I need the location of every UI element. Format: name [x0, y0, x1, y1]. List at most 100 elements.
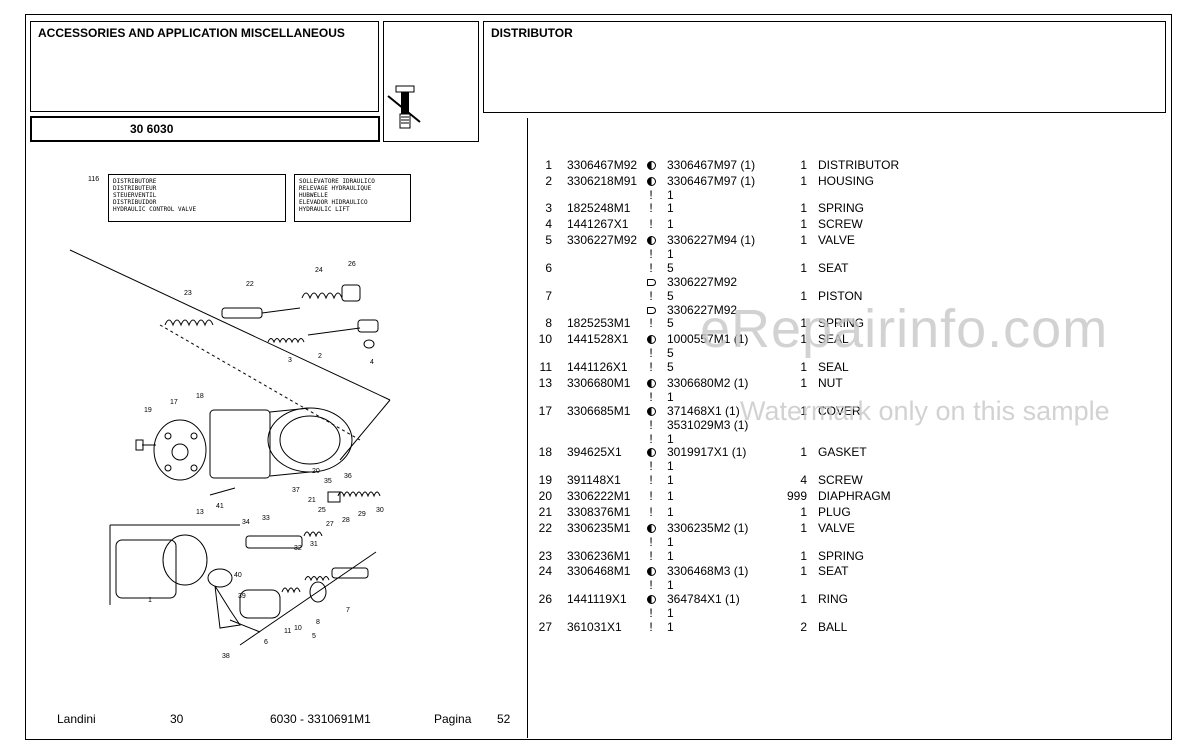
callout-5: 5 — [312, 633, 316, 640]
part-number: 394625X1 — [567, 445, 622, 459]
superseded-dot-icon — [645, 174, 657, 188]
replacement-info-2: 3531029M3 (1) — [667, 418, 749, 432]
replacement-info: 3306235M2 (1) — [667, 521, 749, 535]
part-quantity: 1 — [800, 332, 807, 346]
section-title-box — [30, 21, 379, 112]
superseded-dot-icon — [645, 332, 657, 346]
callout-34: 34 — [242, 519, 250, 526]
part-quantity: 1 — [800, 592, 807, 606]
replacement-info: 5 — [667, 289, 674, 303]
callout-39: 39 — [238, 593, 246, 600]
part-number: 3306468M1 — [567, 564, 631, 578]
replacement-info: 1 — [667, 549, 674, 563]
part-quantity: 1 — [800, 174, 807, 188]
replacement-info-2: 1 — [667, 535, 674, 549]
icon-box — [383, 21, 479, 142]
part-quantity: 1 — [800, 376, 807, 390]
part-ref-number: 11 — [539, 360, 552, 374]
part-quantity: 1 — [800, 217, 807, 231]
part-quantity: 1 — [800, 445, 807, 459]
part-description: DISTRIBUTOR — [818, 158, 900, 172]
callout-28: 28 — [342, 517, 350, 524]
part-ref-number: 23 — [538, 549, 552, 563]
replacement-info: 1 — [667, 201, 674, 215]
part-ref-number: 5 — [545, 233, 552, 247]
callout-3: 3 — [288, 357, 292, 364]
superseded-dot-icon — [645, 233, 657, 247]
superseded-dot-icon — [645, 404, 657, 418]
part-quantity: 2 — [800, 620, 807, 634]
part-title: DISTRIBUTOR — [491, 26, 573, 40]
callout-4: 4 — [370, 359, 374, 366]
superseded-dot-icon — [645, 564, 657, 578]
part-ref-number: 21 — [538, 505, 552, 519]
part-description: SCREW — [818, 473, 863, 487]
part-ref-number: 27 — [538, 620, 552, 634]
interchange-mark: ! — [649, 432, 653, 446]
section-title: ACCESSORIES AND APPLICATION MISCELLANEOU… — [38, 26, 345, 40]
callout-32: 32 — [294, 545, 302, 552]
figure-number: 116 — [88, 176, 100, 183]
replacement-info: 5 — [667, 316, 674, 330]
replacement-info: 1 — [667, 473, 674, 487]
part-description: SPRING — [818, 549, 865, 563]
callout-27: 27 — [326, 521, 334, 528]
replacement-info: 1 — [667, 505, 674, 519]
callout-7: 7 — [346, 607, 350, 614]
interchange-mark: ! — [649, 247, 653, 261]
callout-20: 20 — [312, 468, 320, 475]
see-ref-tag-icon — [645, 303, 657, 317]
superseded-dot-icon — [645, 158, 657, 172]
replacement-info: 1000557M1 (1) — [667, 332, 749, 346]
callout-23: 23 — [184, 290, 192, 297]
part-ref-number: 22 — [538, 521, 552, 535]
interchange-mark: ! — [649, 535, 653, 549]
part-description: SPRING — [818, 201, 865, 215]
interchange-mark: ! — [649, 418, 653, 432]
part-ref-number: 6 — [545, 261, 552, 275]
part-quantity: 1 — [800, 549, 807, 563]
callout-29: 29 — [358, 511, 366, 518]
footer-model-ref: 6030 - 3310691M1 — [270, 712, 371, 726]
callout-22: 22 — [246, 281, 254, 288]
part-title-box — [483, 21, 1166, 113]
part-ref-number: 8 — [545, 316, 552, 330]
callout-17: 17 — [170, 399, 178, 406]
interchange-mark: ! — [649, 459, 653, 473]
interchange-mark: ! — [649, 578, 653, 592]
superseded-dot-icon — [645, 376, 657, 390]
replacement-info: 3306467M97 (1) — [667, 174, 756, 188]
replacement-info: 5 — [667, 261, 674, 275]
part-ref-number: 20 — [538, 489, 552, 503]
interchange-mark: ! — [649, 261, 653, 275]
footer-brand: Landini — [57, 712, 96, 726]
callout-37: 37 — [292, 487, 300, 494]
replacement-info-2: 1 — [667, 606, 674, 620]
group-code-box — [30, 116, 380, 142]
watermark-site: eRepairinfo.com — [700, 299, 1109, 359]
part-description: VALVE — [818, 233, 855, 247]
hydraulic-lift-icon — [387, 85, 421, 129]
callout-21: 21 — [308, 497, 316, 504]
part-ref-number: 10 — [538, 332, 552, 346]
part-description: RING — [818, 592, 848, 606]
part-quantity: 1 — [800, 316, 807, 330]
part-number: 1441126X1 — [567, 360, 628, 374]
part-number: 3306236M1 — [567, 549, 631, 563]
interchange-mark: ! — [649, 346, 653, 360]
interchange-mark: ! — [649, 201, 653, 215]
part-ref-number: 17 — [538, 404, 552, 418]
part-number: 3306467M92 — [567, 158, 638, 172]
callout-33: 33 — [262, 515, 270, 522]
